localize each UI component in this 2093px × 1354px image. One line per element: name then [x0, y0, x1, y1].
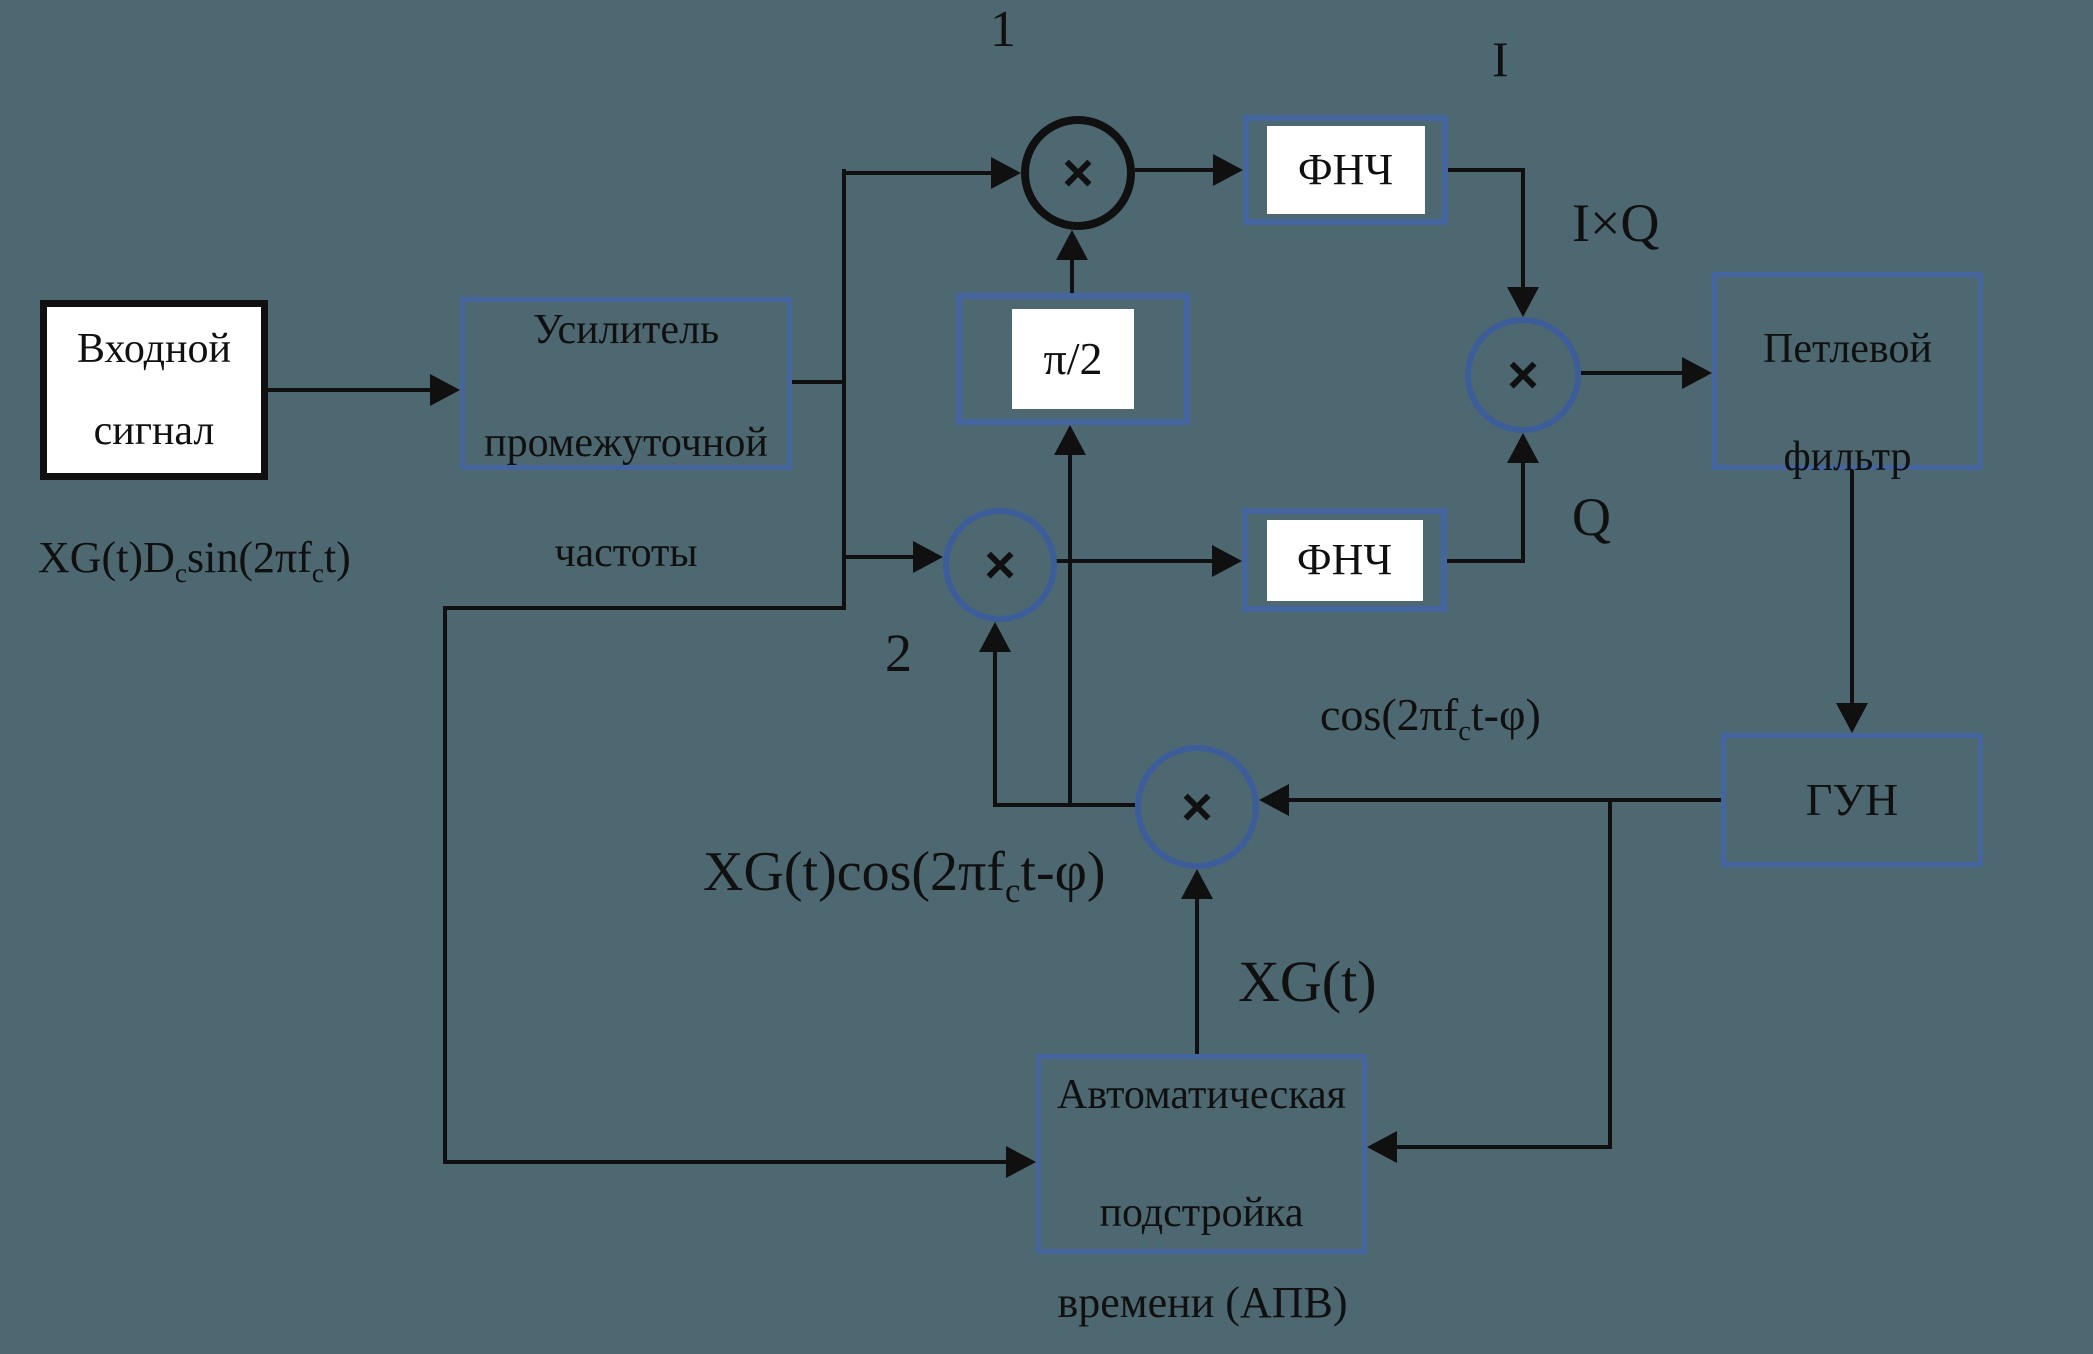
phase-detector-multiplier: × — [1465, 317, 1581, 433]
wire-riser-to-mixer-q — [993, 652, 997, 807]
code-signal-formula: XG(t) — [1238, 949, 1377, 1014]
wire-lpf-top-out — [1448, 168, 1525, 172]
input-signal-block: Входной сигнал — [40, 300, 268, 480]
wire-time-sync-out — [1195, 899, 1199, 1054]
lpf-bottom-inner: ФНЧ — [1266, 519, 1423, 601]
wire-i-branch-down — [1521, 168, 1525, 287]
loop-filter-block: Петлевой фильтр — [1712, 272, 1983, 479]
wire-mixer-i-out — [1135, 168, 1213, 172]
time-sync-line1: Автоматическая — [1057, 1072, 1346, 1118]
if-amplifier-line3: частоты — [554, 530, 698, 576]
wire-phase-shift-out — [1070, 260, 1074, 293]
wire-amp-out — [792, 380, 846, 384]
lpf-bottom-label: ФНЧ — [1296, 534, 1393, 584]
i-signal-label: I — [1492, 31, 1509, 87]
arrowhead-into-phase-detector-bottom — [1507, 433, 1539, 463]
wire-to-mixer-i — [842, 171, 991, 175]
arrowhead-into-loop-filter — [1682, 357, 1712, 389]
mixer-q-multiplier: × — [943, 508, 1057, 622]
if-amplifier-block: Усилитель промежуточной — [460, 297, 792, 470]
input-signal-line1: Входной — [77, 326, 231, 372]
branch-1-label: 1 — [990, 1, 1016, 58]
wire-input-to-amp — [268, 388, 430, 392]
arrowhead-into-mixer-i-bottom — [1056, 230, 1088, 260]
multiply-icon: × — [1507, 345, 1539, 405]
lpf-bottom-block: ФНЧ — [1242, 508, 1447, 612]
phase-shift-label: π/2 — [1043, 332, 1103, 384]
lpf-top-inner: ФНЧ — [1266, 126, 1425, 214]
input-signal-formula: XG(t)Dcsin(2πfct) — [38, 533, 351, 588]
arrowhead-into-time-sync-right — [1367, 1131, 1397, 1163]
vco-output-formula: cos(2πfct-φ) — [1320, 689, 1541, 748]
wire-carrier-mixer-out — [993, 803, 1135, 807]
arrowhead-into-phase-detector-top — [1507, 287, 1539, 317]
ixq-signal-label: I×Q — [1572, 193, 1660, 253]
vco-block: ГУН — [1721, 733, 1983, 867]
mixer-i-multiplier: × — [1021, 116, 1135, 230]
wire-main-riser — [842, 169, 846, 610]
arrowhead-into-lpf-top — [1213, 154, 1243, 186]
wire-riser-to-phase-shift — [1068, 455, 1072, 807]
if-amplifier-line2: промежуточной — [484, 419, 768, 466]
lpf-top-label: ФНЧ — [1297, 144, 1394, 194]
arrowhead-into-carrier-mixer-bottom — [1181, 869, 1213, 899]
time-sync-line2: подстройка — [1099, 1189, 1304, 1236]
if-amplifier-line1: Усилитель — [532, 307, 720, 353]
multiply-icon: × — [1181, 777, 1213, 837]
wire-feedback-left — [443, 606, 447, 1164]
time-sync-block: Автоматическая подстройка — [1036, 1054, 1367, 1254]
arrowhead-into-amp — [430, 374, 460, 406]
arrowhead-into-carrier-mixer-right — [1259, 784, 1289, 816]
lpf-top-block: ФНЧ — [1243, 115, 1448, 225]
carrier-mixer-output-formula: XG(t)cos(2πfct-φ) — [703, 841, 1106, 911]
wire-mixer-q-out — [1053, 559, 1213, 563]
arrowhead-into-vco — [1836, 703, 1868, 733]
loop-filter-line2: фильтр — [1783, 434, 1912, 480]
wire-q-branch-up — [1521, 463, 1525, 563]
branch-2-label: 2 — [885, 623, 912, 683]
wire-feedback-bottom — [443, 1160, 1006, 1164]
time-sync-line3: времени (АПВ) — [1057, 1278, 1348, 1327]
multiply-icon: × — [984, 535, 1016, 595]
arrowhead-into-phase-shift — [1054, 425, 1086, 455]
arrowhead-into-mixer-q — [913, 541, 943, 573]
carrier-mixer-multiplier: × — [1135, 745, 1259, 869]
phase-shift-inner: π/2 — [1012, 309, 1134, 409]
arrowhead-into-mixer-i — [991, 157, 1021, 189]
wire-phase-detector-out — [1581, 371, 1682, 375]
wire-loop-filter-out — [1850, 470, 1854, 703]
multiply-icon: × — [1062, 143, 1094, 203]
arrowhead-into-lpf-bottom — [1212, 545, 1242, 577]
wire-vco-out — [1289, 798, 1721, 802]
wire-to-mixer-q — [842, 555, 913, 559]
input-signal-line2: сигнал — [93, 407, 215, 454]
q-signal-label: Q — [1572, 487, 1611, 547]
loop-filter-line1: Петлевой — [1763, 326, 1932, 372]
arrowhead-into-time-sync-left — [1006, 1146, 1036, 1178]
wire-lpf-bottom-out — [1447, 559, 1525, 563]
wire-vco-branch-down — [1608, 798, 1612, 1149]
phase-shift-block: π/2 — [956, 293, 1190, 425]
wire-feedback-top — [443, 606, 846, 610]
vco-label: ГУН — [1805, 773, 1899, 825]
arrowhead-into-mixer-q-bottom — [979, 622, 1011, 652]
wire-into-time-sync-right — [1397, 1145, 1610, 1149]
